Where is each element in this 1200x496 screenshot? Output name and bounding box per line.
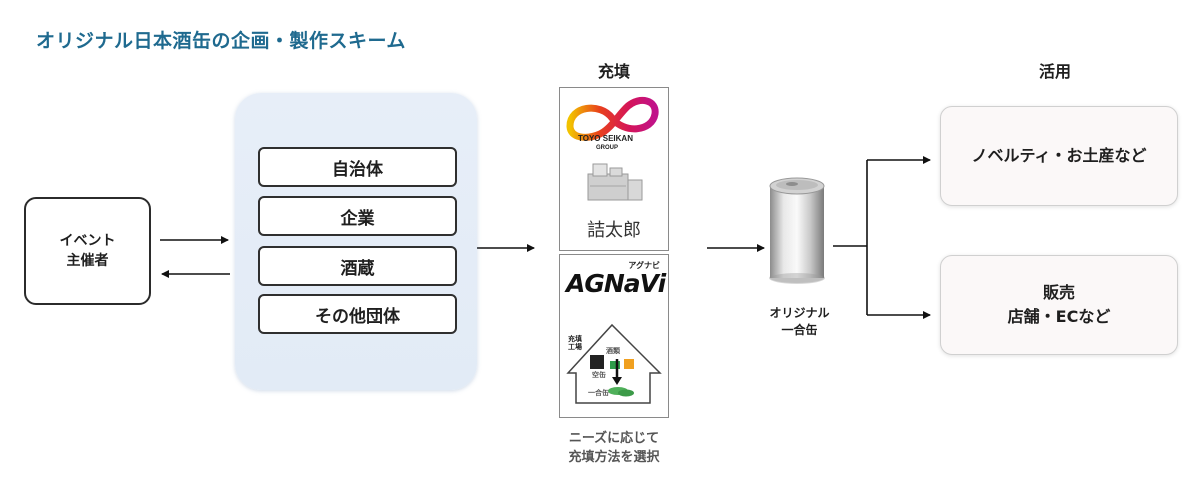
agnavi-facility-diagram-icon: [566, 323, 662, 404]
note-line1: ニーズに応じて: [568, 431, 660, 446]
org-item-company: 企業: [258, 196, 457, 236]
facility-label-line1: 充填: [568, 335, 582, 343]
org-item-municipality: 自治体: [258, 147, 457, 187]
toyo-seikan-brand-text: TOYO SEIKAN: [578, 134, 633, 143]
original-can-label: オリジナル 一合缶: [752, 305, 847, 340]
org-item-brewery: 酒蔵: [258, 246, 457, 286]
note-line2: 充填方法を選択: [568, 449, 660, 465]
toyo-seikan-group-text: GROUP: [596, 145, 618, 151]
usage-heading: 活用: [1038, 62, 1071, 81]
usage-1-line1: ノベルティ・お土産など: [971, 146, 1147, 165]
organizations-panel: [235, 93, 477, 390]
agnavi-logo: AGNaVi: [566, 269, 666, 298]
agnavi-card: AGNaVi アグナビ 充填 工場 酒類 空缶 一合缶: [559, 254, 669, 418]
tsumetaro-label: 詰太郎: [587, 220, 641, 241]
usage-2-line2: 店舗・ECなど: [1007, 307, 1111, 326]
agnavi-kana: アグナビ: [628, 261, 660, 270]
filling-heading: 充填: [597, 62, 630, 81]
one-go-can-label: 一合缶: [588, 389, 609, 397]
facility-label-line2: 工場: [568, 343, 582, 352]
usage-novelty-box: ノベルティ・お土産など: [940, 106, 1178, 206]
event-organizer-line1: イベント: [59, 232, 116, 249]
org-item-other-groups: その他団体: [258, 294, 457, 334]
usage-2-line1: 販売: [1042, 283, 1075, 302]
usage-sales-box: 販売 店舗・ECなど: [940, 255, 1178, 355]
can-icon: [769, 177, 825, 284]
filling-machine-icon: [587, 163, 643, 201]
empty-can-label: 空缶: [592, 371, 606, 379]
filling-method-note: ニーズに応じて 充填方法を選択: [559, 430, 669, 468]
event-organizer-line2: 主催者: [66, 253, 109, 269]
sake-label: 酒類: [606, 347, 620, 355]
toyo-seikan-logo-icon: TOYO SEIKAN GROUP: [566, 96, 659, 201]
can-label-line1: オリジナル: [769, 306, 830, 320]
page-title: オリジナル日本酒缶の企画・製作スキーム: [36, 30, 406, 52]
toyo-seikan-card: TOYO SEIKAN GROUP 詰太郎: [559, 87, 669, 251]
facility-label: 充填 工場: [568, 335, 582, 352]
event-organizer-box: イベント 主催者: [24, 197, 151, 305]
can-label-line2: 一合缶: [781, 323, 818, 338]
